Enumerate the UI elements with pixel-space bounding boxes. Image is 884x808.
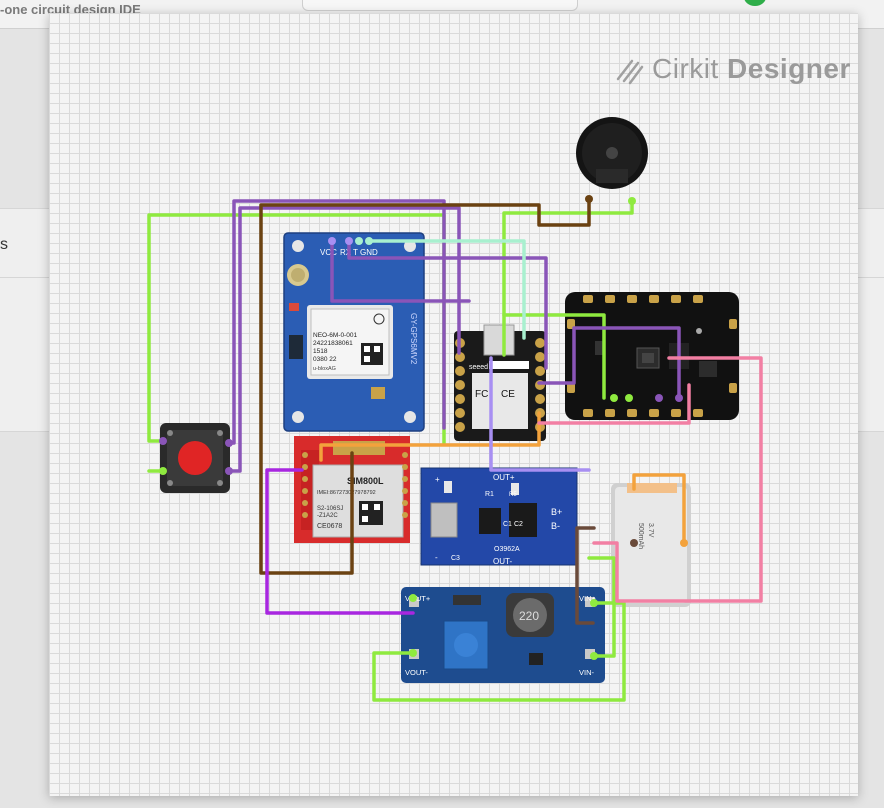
seeed-xiao-board[interactable]: seeed studio FC CE bbox=[454, 324, 546, 441]
charger-out-minus: OUT- bbox=[493, 557, 512, 566]
wire-green-battery[interactable] bbox=[587, 556, 616, 658]
boost-inductor: 220 bbox=[519, 609, 539, 623]
gps-pin-rx-label: RX bbox=[340, 248, 352, 257]
circuit-preview-modal: Cirkit Designer NEO-6M-0-001 24221838061… bbox=[49, 13, 858, 796]
gps-pin-gnd-label: GND bbox=[360, 248, 378, 257]
charger-plus: + bbox=[435, 475, 440, 484]
wire-lavender-xiao[interactable] bbox=[489, 356, 591, 472]
sim800l-line2: S2-106SJ bbox=[317, 506, 343, 512]
gps-chip-line2: 24221838061 bbox=[313, 340, 353, 347]
wire-orange-gsm[interactable] bbox=[319, 411, 541, 462]
charger-out-plus: OUT+ bbox=[493, 473, 515, 482]
gps-module[interactable]: NEO-6M-0-001 24221838061 1518 0380 22 u-… bbox=[283, 232, 425, 432]
lipo-battery[interactable]: 3.7V 500mAh bbox=[611, 483, 691, 607]
pulse-sensor-module[interactable] bbox=[565, 292, 739, 420]
boost-converter-module[interactable]: 220 VOUT+ VOUT- VIN+ VIN- bbox=[401, 587, 605, 683]
buzzer[interactable] bbox=[576, 117, 648, 189]
circuit-diagram: NEO-6M-0-001 24221838061 1518 0380 22 u-… bbox=[147, 117, 763, 702]
status-indicator bbox=[744, 0, 766, 6]
wire-pink-xiao[interactable] bbox=[537, 383, 691, 425]
charger-b-minus: B- bbox=[551, 521, 560, 531]
gps-pin-tx-label: T bbox=[353, 248, 358, 257]
gps-side-label: GY-GPS6MV2 bbox=[409, 313, 418, 365]
charger-r1: R1 bbox=[485, 491, 494, 498]
sim800l-cert: CE0678 bbox=[317, 523, 342, 530]
pencils-icon bbox=[616, 59, 644, 85]
gps-chip-line4: 0380 22 bbox=[313, 356, 337, 363]
search-box[interactable] bbox=[302, 0, 578, 11]
xiao-cert-ce: CE bbox=[501, 389, 515, 400]
gps-chip-brand: u-bloxAG bbox=[313, 366, 336, 372]
boost-vin-plus: VIN+ bbox=[579, 594, 597, 603]
push-button[interactable] bbox=[160, 423, 230, 493]
boost-vout-minus: VOUT- bbox=[405, 668, 428, 677]
wire-purple-gps[interactable] bbox=[330, 239, 471, 303]
wire-orange-battery[interactable] bbox=[632, 473, 686, 545]
boost-vin-minus: VIN- bbox=[579, 668, 595, 677]
wire-darkbrown-battery[interactable] bbox=[575, 526, 596, 625]
charger-module[interactable]: + - OUT+ OUT- R1 R5 C1 C2 C3 B+ B- O3962… bbox=[420, 467, 578, 566]
charger-b-plus: B+ bbox=[551, 507, 562, 517]
charger-minus: - bbox=[435, 553, 438, 562]
charger-chip: O3962A bbox=[494, 546, 520, 553]
logo-brand-light: Cirkit bbox=[652, 53, 728, 84]
gps-pin-vcc-label: VCC bbox=[320, 248, 337, 257]
content-band-text: s bbox=[0, 236, 8, 253]
charger-c2: C2 bbox=[514, 521, 523, 528]
cirkit-designer-logo: Cirkit Designer bbox=[614, 53, 851, 85]
logo-brand-bold: Designer bbox=[727, 53, 851, 84]
boost-vout-plus: VOUT+ bbox=[405, 594, 431, 603]
wire-pink-sensor[interactable] bbox=[592, 356, 763, 603]
sim800l-model: SIM800L bbox=[347, 476, 384, 486]
wire-green-boost[interactable] bbox=[372, 601, 626, 702]
charger-c1: C1 bbox=[503, 521, 512, 528]
gps-chip-line1: NEO-6M-0-001 bbox=[313, 332, 357, 339]
wire-purple-sensor[interactable] bbox=[347, 239, 548, 370]
wire-mint-gps[interactable] bbox=[367, 239, 526, 340]
battery-label2: 500mAh bbox=[637, 523, 644, 549]
sim800l-imei: IMEI:867273027978792 bbox=[317, 490, 376, 496]
gps-chip-line3: 1518 bbox=[313, 348, 328, 355]
charger-c3: C3 bbox=[451, 555, 460, 562]
wire-green-buzzer[interactable] bbox=[502, 199, 634, 357]
sim800l-line3: -Z1A2C bbox=[317, 513, 338, 519]
wire-brown-buzzer[interactable] bbox=[259, 197, 591, 575]
battery-label1: 3.7V bbox=[647, 523, 654, 538]
xiao-brand: seeed studio bbox=[469, 364, 509, 371]
xiao-cert-fc: FC bbox=[475, 389, 488, 400]
charger-r5: R5 bbox=[509, 492, 517, 498]
wire-violet-gsm[interactable] bbox=[265, 468, 415, 615]
wire-green-sensor[interactable] bbox=[502, 313, 606, 400]
wire-purple-sensor2[interactable] bbox=[537, 326, 681, 400]
